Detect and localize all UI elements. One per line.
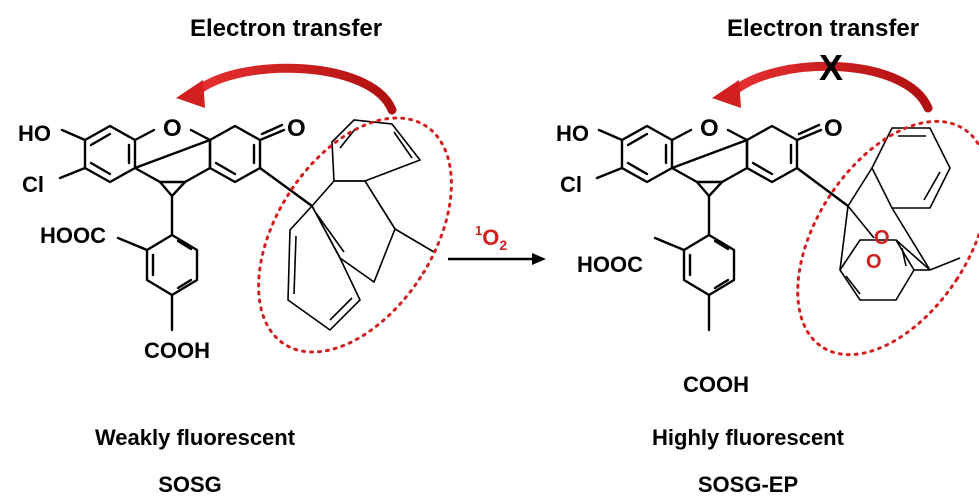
right-endoperoxide-moiety <box>795 127 961 301</box>
reaction-arrow-group: 1O2 <box>448 223 546 265</box>
right-atom-ho: HO <box>556 121 589 146</box>
right-peroxide-o2: O <box>866 251 882 273</box>
sosg-ep-structure: Electron transfer X HO O O Cl HOOC COOH <box>556 15 979 497</box>
left-atom-cooh: COOH <box>144 338 210 363</box>
right-arrowhead-icon <box>712 80 741 108</box>
left-electron-transfer-label: Electron transfer <box>190 15 382 42</box>
left-atom-hooc: HOOC <box>40 223 106 248</box>
reaction-arrowhead-icon <box>532 253 546 265</box>
right-electron-transfer-arrow <box>728 61 933 113</box>
right-atom-cooh: COOH <box>683 372 749 397</box>
right-xanthene-skeleton <box>595 123 823 332</box>
left-atom-cl: Cl <box>22 172 44 197</box>
sosg-structure: Electron transfer HO O O Cl HOOC COOH We… <box>18 15 453 497</box>
left-electron-transfer-arrow <box>191 63 397 115</box>
left-arrowhead-icon <box>176 80 205 108</box>
left-anthracene-moiety <box>258 119 435 332</box>
right-compound-name: SOSG-EP <box>698 472 798 497</box>
right-caption: Highly fluorescent <box>652 425 845 450</box>
left-caption: Weakly fluorescent <box>95 425 296 450</box>
left-atom-ho: HO <box>18 121 51 146</box>
left-atom-o-keto: O <box>287 115 306 142</box>
right-highlight-ellipse <box>796 119 979 357</box>
right-peroxide-o1: O <box>874 227 890 249</box>
right-atom-cl: Cl <box>560 172 582 197</box>
right-atom-o-ring: O <box>700 115 719 142</box>
right-atom-o-keto: O <box>824 115 843 142</box>
reagent-singlet-oxygen: 1O2 <box>475 223 507 253</box>
left-atom-o-ring: O <box>163 115 182 142</box>
left-highlight-ellipse <box>257 116 453 354</box>
right-atom-hooc: HOOC <box>577 252 643 277</box>
right-electron-transfer-label: Electron transfer <box>727 15 919 42</box>
blocked-cross-icon: X <box>819 47 843 88</box>
left-compound-name: SOSG <box>158 472 222 497</box>
